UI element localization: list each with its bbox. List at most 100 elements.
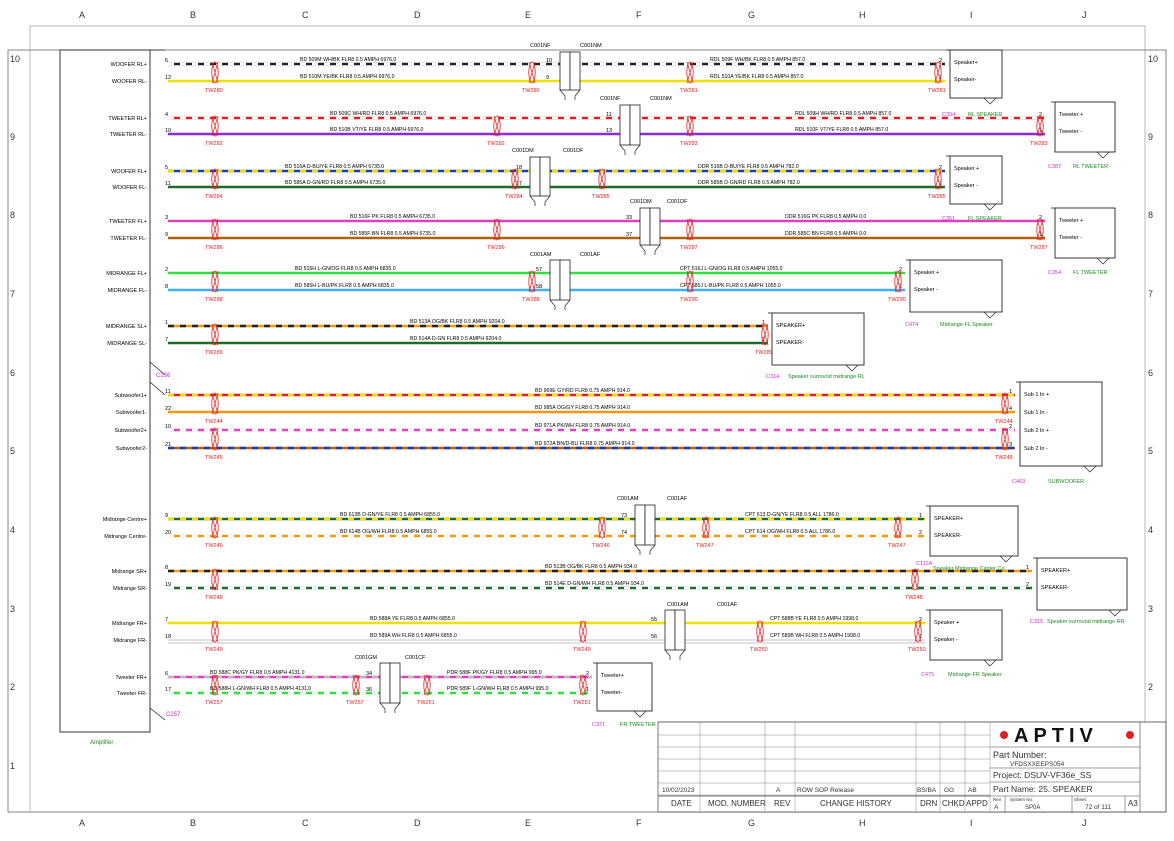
device-pin: 2 [586,671,589,677]
connector-tab [559,89,566,100]
grid-column-top: J [1082,10,1087,20]
pin-label: Midrange SR+ [112,569,147,575]
pin-label: Midrange FR+ [112,621,147,627]
twist-label: TW251 [417,700,435,706]
device-pin: 2 [939,58,942,64]
connector-tab [529,195,536,206]
twist-cross [686,61,694,84]
pin-number: 5 [165,165,168,171]
device-pin-name: Tweeter + [1059,218,1083,224]
twist-oval [211,674,219,696]
twist-cross [211,218,219,241]
device-pin: 1 [1039,232,1042,238]
twist-label: TW286 [487,245,505,251]
connector-left-half [379,662,391,704]
grid-row-left: 4 [10,525,15,535]
connector-right-half [539,156,551,197]
pin-label: MIDRANGE SL+ [106,324,147,330]
history-header: CHKD [942,799,965,808]
wire-label-far: DDR 516G PK FLR8 0.5 AMPH 0.0 [785,214,866,220]
pin-label: Tweeter FR+ [115,675,147,681]
twist-label: TW247 [888,543,906,549]
pin-label: Subwoofer1- [116,410,147,416]
twist-cross [761,323,769,346]
device-name: RL TWEETER [1073,164,1108,170]
history-header: MOD. NUMBER [708,799,766,808]
device-connector: C351 [942,216,955,222]
connector-tab [649,544,656,555]
grid-column-bottom: H [859,818,866,828]
twist-oval [686,218,694,241]
twist-label: TW288 [522,297,540,303]
device-tab [1096,151,1110,159]
twist-marker: TW250 [750,620,768,653]
pin-number: 2 [165,267,168,273]
wire-label: BD 514E D-GN/WH FLR8 0.5 AMPH 934.0 [545,581,644,587]
device-pin: 1 [762,320,765,326]
connector-name: C001AF [717,602,738,608]
twist-oval [894,516,902,539]
aptiv-logo: APTIV [1014,725,1098,747]
twist-oval [756,620,764,643]
pin-label: TWEETER RL+ [108,116,147,122]
connector-name: C001DM [512,148,534,154]
grid-row-right: 2 [1148,682,1153,692]
system: SP0A [1025,805,1040,811]
wire-label-far: CPT 613 D-GN/YE FLR8 0.5 ALL 1786.0 [745,512,839,518]
inline-pin: 36 [366,687,372,693]
twist-oval [211,115,219,137]
grid-row-left: 2 [10,682,15,692]
twist-oval [934,168,942,190]
pin-number: 8 [165,284,168,290]
grid-row-left: 10 [10,54,20,64]
wire-label-far: CPT 589B WH FLR8 0.5 AMPH 1998.0 [770,633,860,639]
grid-row-right: 10 [1148,54,1158,64]
device-pin: 1 [1009,389,1012,395]
twist-cross [352,674,360,696]
amp-bracket [149,361,166,376]
twist-oval [934,61,942,84]
twist-cross [528,61,536,84]
wire-label-far: CPT 614 OG/WH FLR8 0.5 ALL 1786.0 [745,529,835,535]
wire-label: BD 614B OG/WH FLR8 0.5 AMPH 6855.0 [340,529,437,535]
title-block-frame [657,721,1167,813]
pin-label: WOOFER RL- [112,79,147,85]
twist-label: TW288 [205,297,223,303]
connector-tab [664,649,671,660]
twist-oval [1036,218,1044,241]
grid-column-top: B [190,10,196,20]
twist-cross [211,568,219,591]
device-pin-name: Speaker+ [954,60,978,66]
inline-pin: 11 [606,112,612,118]
history-header: REV [774,799,791,808]
part-name: Part Name: 25. SPEAKER [993,784,1093,794]
connector-name: C001NF [530,43,551,49]
grid-column-bottom: C [302,818,309,828]
sheet: 72 of 111 [1085,804,1112,811]
connector-name: C001NM [580,43,602,49]
inline-pin: 9 [546,75,549,81]
twist-marker: TW244 [205,392,223,425]
connector-tab [574,89,581,100]
logo-dot-right [1126,731,1134,739]
grid-row-right: 7 [1148,289,1153,299]
device-pin-name: Tweeter+ [601,673,624,679]
grid-column-bottom: J [1082,818,1087,828]
grid-column-top: I [970,10,973,20]
wire-label-far: RDL 509F WH/BK FLR8 0.5 AMPH 857.0 [710,57,805,63]
device-box [929,505,1019,557]
twist-label: TW246 [205,543,223,549]
twist-oval [914,620,922,643]
twist-marker: TW251 [573,674,591,706]
pin-label: Midrange FR- [113,638,147,644]
twist-label: TW285 [592,194,610,200]
connector-name: C001AM [617,496,639,502]
grid-column-top: E [525,10,531,20]
twist-marker: TW249 [205,620,223,653]
